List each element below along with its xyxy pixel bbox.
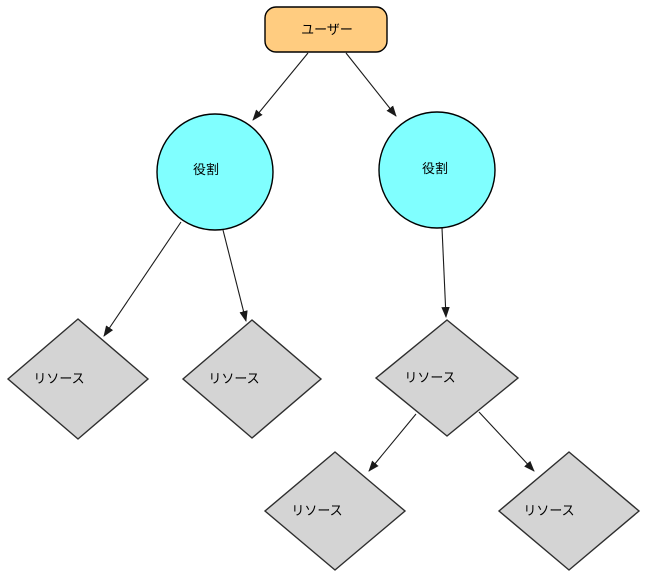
edge-resource-3-resource-5: [478, 411, 535, 472]
role-2-node-shape: [378, 111, 496, 229]
resource-3-node-shape: [374, 319, 520, 437]
role-1-node-label: 役割: [193, 162, 219, 177]
resource-1-node-shape: [6, 318, 150, 440]
resource-4-node-shape: [263, 451, 407, 571]
edge-user-role-1: [252, 52, 309, 121]
user-node-label: ユーザー: [301, 22, 353, 37]
edge-resource-3-resource-4: [368, 413, 417, 472]
edge-role-1-resource-1: [103, 221, 182, 337]
node-resource-2: リソース: [181, 319, 323, 439]
node-user: ユーザー: [264, 6, 388, 53]
role-2-node-label: 役割: [422, 161, 448, 176]
resource-5-node-label: リソース: [523, 503, 574, 518]
node-role-2: 役割: [378, 111, 496, 229]
edge-user-role-2: [345, 52, 397, 117]
node-resource-3: リソース: [374, 319, 520, 437]
role-1-node-shape: [156, 113, 274, 231]
resource-4-node-label: リソース: [291, 503, 342, 518]
edge-role-1-resource-2: [222, 229, 248, 322]
node-resource-4: リソース: [263, 451, 407, 571]
resource-3-node-label: リソース: [404, 370, 455, 385]
node-resource-1: リソース: [6, 318, 150, 440]
edge-role-2-resource-3: [441, 227, 450, 318]
edge-layer: [103, 52, 535, 472]
resource-5-node-shape: [497, 451, 641, 571]
resource-2-node-shape: [181, 319, 323, 439]
node-role-1: 役割: [156, 113, 274, 231]
user-node-shape: [264, 6, 388, 53]
node-resource-5: リソース: [497, 451, 641, 571]
resource-1-node-label: リソース: [33, 371, 84, 386]
resource-2-node-label: リソース: [208, 371, 259, 386]
